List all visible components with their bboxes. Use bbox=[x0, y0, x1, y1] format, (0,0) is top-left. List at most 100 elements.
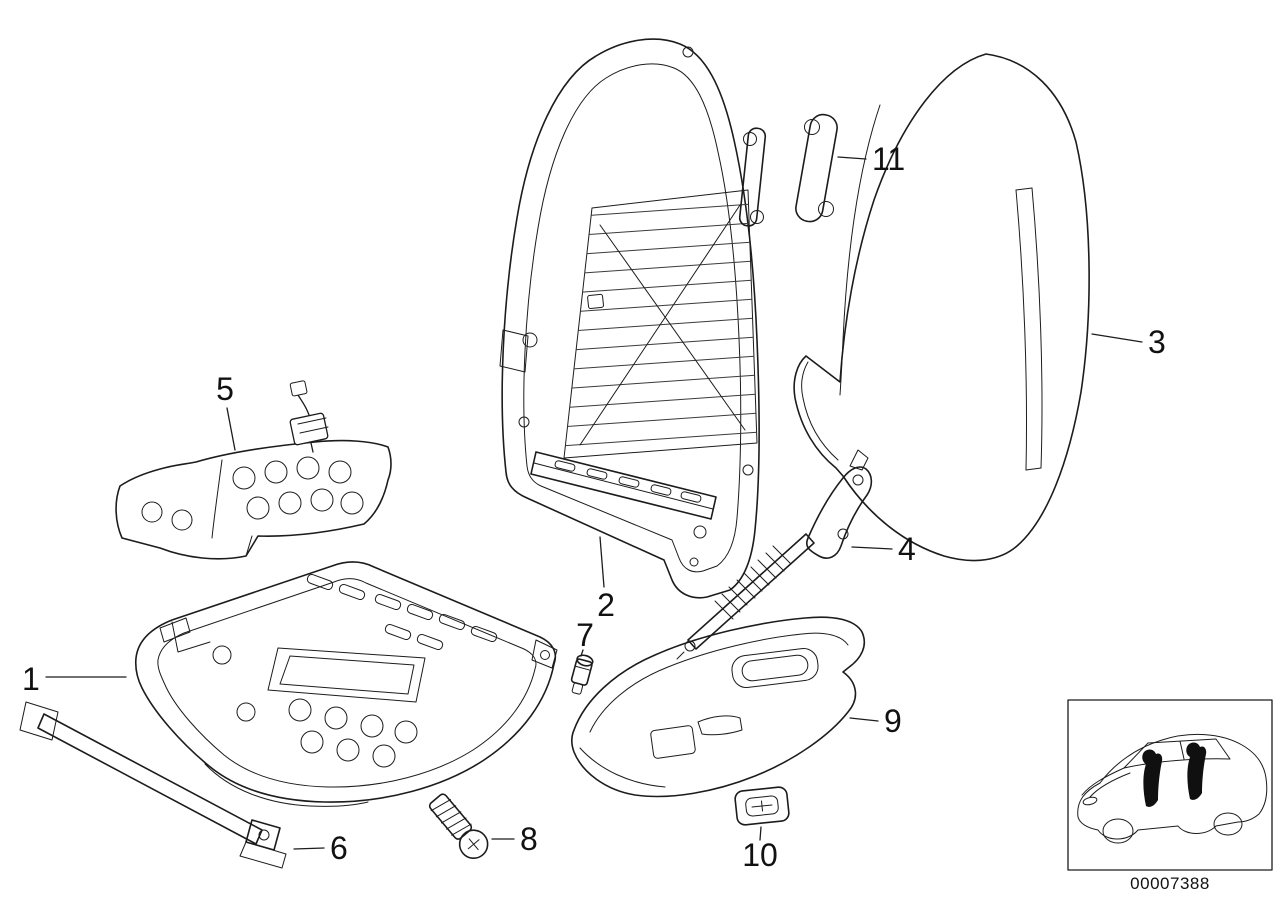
callout-6: 6 bbox=[293, 830, 348, 866]
callout-7-label[interactable]: 7 bbox=[576, 617, 594, 653]
mat-outline bbox=[115, 439, 392, 560]
car-rear-wheel bbox=[1213, 812, 1243, 836]
rail-tube-body bbox=[37, 713, 263, 845]
frame-outer-contour bbox=[501, 38, 760, 599]
pan-holes bbox=[212, 645, 418, 768]
switch-icons bbox=[751, 800, 773, 812]
bolt-shaft bbox=[570, 658, 593, 686]
seat-position-indicator-right bbox=[1186, 742, 1207, 800]
seat-pan bbox=[134, 561, 558, 807]
callout-9: 9 bbox=[849, 703, 902, 739]
mat-holes bbox=[141, 456, 364, 531]
bolt-collar-line bbox=[574, 665, 592, 671]
screw-head-cross bbox=[467, 838, 480, 851]
cover-flap-inner-line bbox=[801, 361, 839, 461]
callout-6-leader bbox=[293, 847, 325, 850]
seat-switch bbox=[734, 786, 790, 826]
cable-connector-body bbox=[289, 412, 329, 446]
recliner-arm bbox=[805, 449, 873, 559]
spring-mat-hatch bbox=[564, 190, 757, 458]
screw-threads bbox=[430, 799, 472, 836]
callout-3-leader bbox=[1091, 333, 1143, 343]
trim-lever bbox=[697, 715, 743, 736]
backrest-spring-mat bbox=[563, 189, 758, 459]
bolt-tip bbox=[571, 682, 584, 695]
cover-right-stripe bbox=[1015, 187, 1043, 471]
callout-10-label[interactable]: 10 bbox=[742, 837, 778, 873]
callout-2-label[interactable]: 2 bbox=[597, 587, 615, 623]
callout-4-label[interactable]: 4 bbox=[898, 531, 916, 567]
callout-6-label[interactable]: 6 bbox=[330, 830, 348, 866]
frame-inner-contour bbox=[523, 63, 742, 573]
callout-7-leader bbox=[580, 649, 584, 657]
callouts: 1 2 3 4 5 6 7 8 bbox=[22, 141, 1166, 873]
spring-mat-tab bbox=[587, 293, 604, 309]
backrest-cover-panel bbox=[793, 53, 1090, 562]
screw bbox=[428, 793, 489, 860]
vehicle-inset-box bbox=[1067, 699, 1273, 871]
seat-position-indicator-left bbox=[1142, 749, 1163, 807]
side-trim-panel bbox=[570, 616, 866, 798]
pan-inner-contour bbox=[157, 578, 537, 788]
seat-rail-tube bbox=[19, 701, 287, 869]
switch-face bbox=[745, 795, 779, 817]
pan-center-recess bbox=[267, 647, 426, 703]
callout-5: 5 bbox=[216, 371, 236, 451]
bolt-pin bbox=[570, 654, 594, 695]
rail-bar bbox=[530, 451, 717, 520]
callout-10: 10 bbox=[742, 826, 778, 873]
pan-front-apron bbox=[204, 763, 369, 807]
frame-bottom-rail bbox=[530, 451, 717, 520]
cover-left-inner-line bbox=[839, 104, 881, 396]
callout-4: 4 bbox=[851, 531, 916, 567]
callout-5-leader bbox=[226, 407, 236, 451]
callout-9-leader bbox=[849, 717, 879, 722]
rail-slots bbox=[554, 460, 702, 503]
vehicle-inset: 00007388 bbox=[1067, 699, 1273, 893]
mat-cable-connector bbox=[289, 380, 329, 453]
callout-2: 2 bbox=[597, 536, 615, 623]
mat-fold-line bbox=[211, 459, 253, 557]
trim-switch-opening bbox=[650, 725, 696, 759]
rail-tube-bracket bbox=[239, 819, 287, 869]
trim-lower-fold bbox=[579, 747, 666, 788]
recliner-spring-coils bbox=[714, 545, 792, 620]
car-headlight bbox=[1082, 796, 1098, 806]
callout-9-label[interactable]: 9 bbox=[884, 703, 902, 739]
callout-8-label[interactable]: 8 bbox=[520, 821, 538, 857]
frame-fasteners bbox=[499, 46, 754, 567]
strap-left-hole-top bbox=[743, 132, 757, 146]
spring-mat-diagonals bbox=[579, 204, 746, 446]
bolt-head bbox=[576, 654, 594, 667]
cable-wire bbox=[297, 394, 314, 453]
callout-4-leader bbox=[851, 546, 893, 550]
car-greenhouse bbox=[1123, 738, 1231, 769]
strap-right bbox=[795, 113, 838, 223]
callout-3-label[interactable]: 3 bbox=[1148, 324, 1166, 360]
strap-right-hole-top bbox=[804, 119, 820, 135]
cable-connector-detail bbox=[297, 417, 329, 434]
callout-1-label[interactable]: 1 bbox=[22, 661, 40, 697]
trim-handle-recess bbox=[731, 647, 819, 689]
callout-5-label[interactable]: 5 bbox=[216, 371, 234, 407]
rail-midline bbox=[533, 462, 714, 510]
trim-inner-line bbox=[589, 632, 849, 733]
cover-outer-contour bbox=[793, 53, 1090, 562]
pan-right-bracket bbox=[531, 639, 558, 669]
rail-tube-endplate bbox=[19, 701, 59, 741]
strap-right-hole-bottom bbox=[818, 201, 834, 217]
screw-shaft bbox=[428, 793, 473, 840]
trim-outer-contour bbox=[570, 616, 866, 798]
pan-outer-contour bbox=[134, 561, 557, 803]
switch-body bbox=[734, 786, 790, 826]
recliner-rod-stub bbox=[676, 651, 685, 660]
heater-mat bbox=[115, 380, 392, 560]
callout-8: 8 bbox=[491, 821, 538, 857]
vehicle-sketch bbox=[1077, 733, 1268, 844]
callout-11-label[interactable]: 11 bbox=[872, 141, 905, 177]
callout-1: 1 bbox=[22, 661, 127, 697]
car-front-wheel bbox=[1102, 818, 1134, 844]
cable-plug bbox=[289, 380, 308, 397]
callout-11: 11 bbox=[837, 141, 905, 177]
